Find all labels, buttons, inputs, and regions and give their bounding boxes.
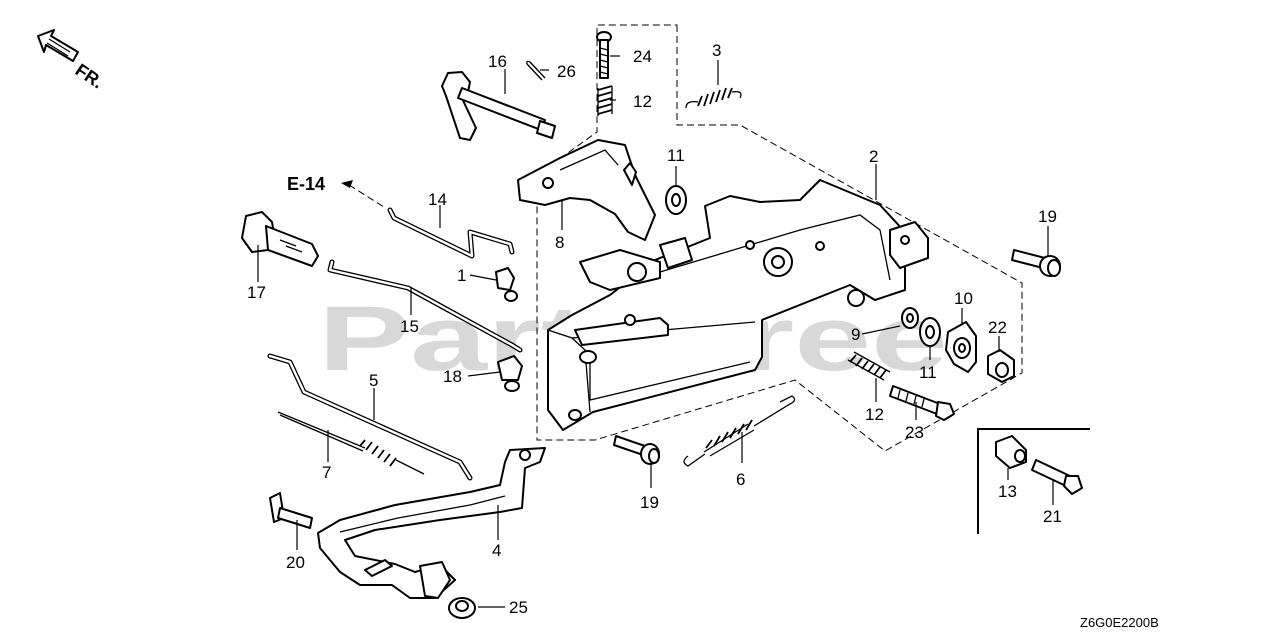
screw-top [596, 31, 612, 79]
callout-7: 7 [322, 463, 331, 482]
callout-3: 3 [712, 41, 721, 60]
callout-11-upper: 11 [667, 146, 685, 165]
callout-19-upper: 19 [1038, 207, 1057, 226]
callout-14: 14 [428, 190, 447, 209]
direction-label: FR. [72, 60, 107, 93]
cotter-pin [526, 60, 546, 81]
spring-6 [683, 395, 796, 467]
callout-10: 10 [954, 289, 973, 308]
callout-12-upper: 12 [633, 92, 652, 111]
control-base-plate [547, 179, 929, 431]
spring-lower [847, 351, 891, 381]
callout-16: 16 [488, 52, 507, 71]
callout-15: 15 [400, 317, 419, 336]
callout-18: 18 [443, 367, 462, 386]
flange-bolt-upper [1011, 249, 1061, 277]
flange-nut [448, 597, 476, 619]
callout-6: 6 [736, 470, 745, 489]
washer-9 [901, 307, 919, 329]
callout-23: 23 [905, 423, 924, 442]
bolt-23 [889, 385, 955, 421]
callout-1: 1 [457, 266, 466, 285]
washer-lower [919, 317, 941, 347]
bolt-20 [269, 492, 313, 529]
bolt-21 [1031, 459, 1083, 495]
control-lever-pin [441, 71, 556, 141]
callout-26: 26 [557, 62, 576, 81]
callout-9: 9 [851, 325, 860, 344]
cable-7 [277, 411, 425, 475]
reference-arrow-icon [341, 180, 385, 208]
leader-lines [257, 55, 1054, 608]
rod-clip-18 [497, 355, 523, 392]
rod-15 [327, 259, 523, 353]
assembly-outline [536, 24, 1023, 452]
callout-25: 25 [509, 598, 528, 617]
diagram-code: Z6G0E2200B [1080, 615, 1159, 630]
spring-3 [685, 87, 742, 109]
callout-17: 17 [247, 283, 266, 302]
callout-19-lower: 19 [640, 493, 659, 512]
callout-4: 4 [492, 541, 501, 560]
governor-arm [517, 139, 656, 241]
rod-clip-1 [495, 267, 518, 302]
callout-11-lower: 11 [919, 363, 937, 382]
callout-2: 2 [869, 147, 878, 166]
flange-bolt-lower [613, 435, 660, 465]
control-lever [317, 447, 546, 599]
reference-link[interactable]: E-14 [287, 174, 325, 194]
control-knob [241, 211, 319, 267]
lock-nut [987, 349, 1015, 383]
callout-22: 22 [988, 318, 1007, 337]
subgroup-frame [977, 428, 1090, 534]
friction-disc [945, 321, 977, 373]
washer-upper [665, 185, 687, 215]
callout-24: 24 [633, 47, 652, 66]
callout-13: 13 [998, 482, 1017, 501]
callout-12-lower: 12 [865, 405, 884, 424]
rod-5 [267, 353, 473, 481]
rod-14 [387, 207, 515, 259]
callout-8: 8 [555, 233, 564, 252]
front-direction-arrow-icon [37, 29, 79, 62]
callout-5: 5 [369, 371, 378, 390]
collar-13 [995, 435, 1027, 469]
callout-20: 20 [286, 553, 305, 572]
callout-21: 21 [1043, 507, 1062, 526]
spring-top [597, 85, 613, 116]
